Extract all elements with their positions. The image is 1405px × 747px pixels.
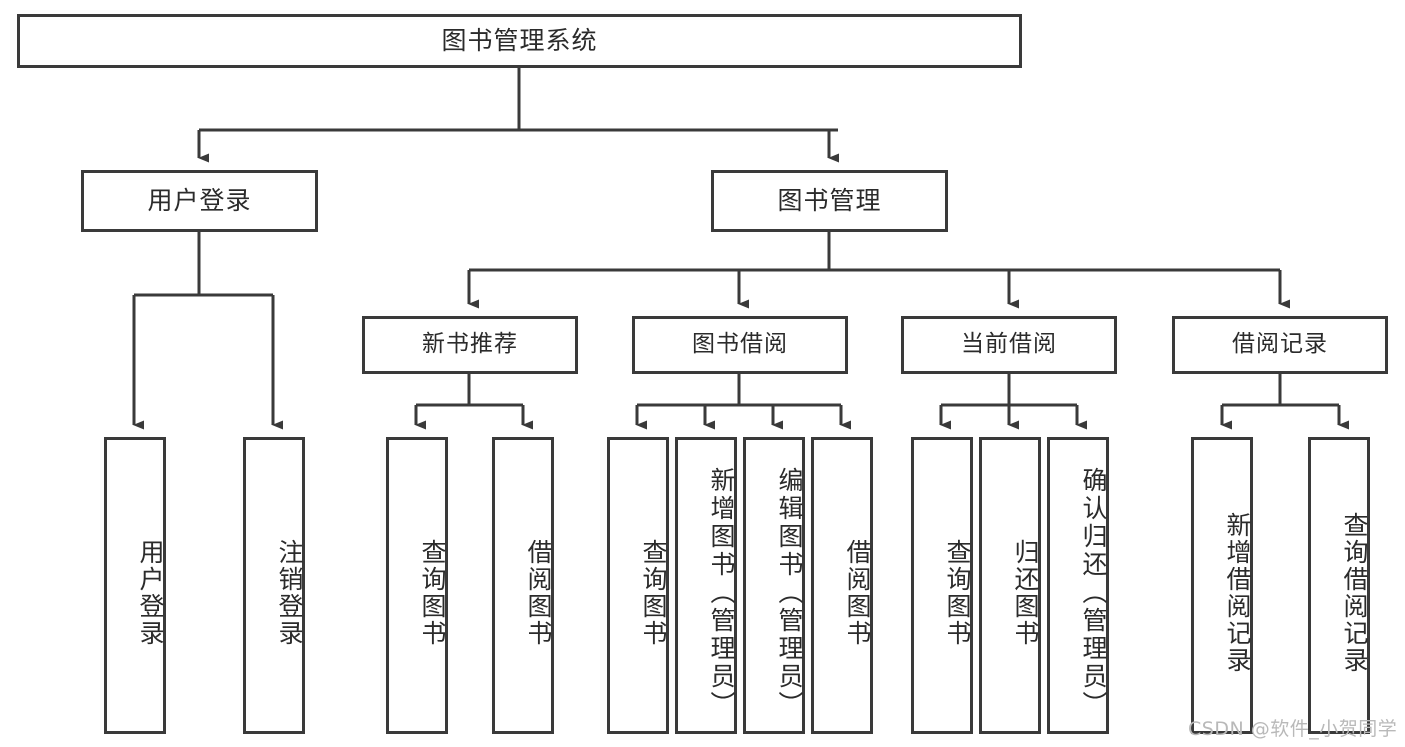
node-label: 新增借阅记录 xyxy=(1223,511,1252,674)
leaf-add-book-admin[interactable]: 新增图书（管理员） xyxy=(675,437,737,734)
leaf-borrow-book[interactable]: 借阅图书 xyxy=(811,437,873,734)
node-borrowing-records[interactable]: 借阅记录 xyxy=(1172,316,1388,374)
node-new-book-recommendation[interactable]: 新书推荐 xyxy=(362,316,578,374)
node-label: 新书推荐 xyxy=(422,331,518,358)
leaf-confirm-return-admin[interactable]: 确认归还（管理员） xyxy=(1047,437,1109,734)
node-label: 确认归还（管理员） xyxy=(1079,466,1108,719)
node-label: 借阅图书 xyxy=(524,538,553,647)
node-label: 查询图书 xyxy=(639,538,668,647)
node-label: 新增图书（管理员） xyxy=(707,466,736,719)
node-label: 查询图书 xyxy=(418,538,447,647)
leaf-edit-book-admin[interactable]: 编辑图书（管理员） xyxy=(743,437,805,734)
node-label: 注销登录 xyxy=(275,538,304,647)
node-label: 用户登录 xyxy=(147,186,252,216)
node-root-book-management-system[interactable]: 图书管理系统 xyxy=(17,14,1022,68)
node-label: 图书管理 xyxy=(777,186,882,216)
node-label: 借阅记录 xyxy=(1232,331,1328,358)
leaf-user-login[interactable]: 用户登录 xyxy=(104,437,166,734)
leaf-return-book[interactable]: 归还图书 xyxy=(979,437,1041,734)
node-label: 借阅图书 xyxy=(843,538,872,647)
leaf-query-book-recommendation[interactable]: 查询图书 xyxy=(386,437,448,734)
node-book-borrowing[interactable]: 图书借阅 xyxy=(632,316,848,374)
csdn-watermark: CSDN @软件_小贺同学 xyxy=(1188,718,1398,740)
node-book-management[interactable]: 图书管理 xyxy=(711,170,948,232)
node-label: 编辑图书（管理员） xyxy=(775,466,804,719)
node-label: 用户登录 xyxy=(136,538,165,647)
node-label: 归还图书 xyxy=(1011,538,1040,647)
leaf-add-borrowing-record[interactable]: 新增借阅记录 xyxy=(1191,437,1253,734)
node-label: 图书借阅 xyxy=(692,331,788,358)
node-label: 查询借阅记录 xyxy=(1340,511,1369,674)
node-label: 图书管理系统 xyxy=(441,26,598,56)
node-current-borrowing[interactable]: 当前借阅 xyxy=(901,316,1117,374)
node-label: 当前借阅 xyxy=(961,331,1057,358)
leaf-query-borrowing-record[interactable]: 查询借阅记录 xyxy=(1308,437,1370,734)
leaf-logout[interactable]: 注销登录 xyxy=(243,437,305,734)
leaf-borrow-book-recommendation[interactable]: 借阅图书 xyxy=(492,437,554,734)
leaf-query-book-borrowing[interactable]: 查询图书 xyxy=(607,437,669,734)
node-user-login[interactable]: 用户登录 xyxy=(81,170,318,232)
leaf-query-book-current[interactable]: 查询图书 xyxy=(911,437,973,734)
node-label: 查询图书 xyxy=(943,538,972,647)
